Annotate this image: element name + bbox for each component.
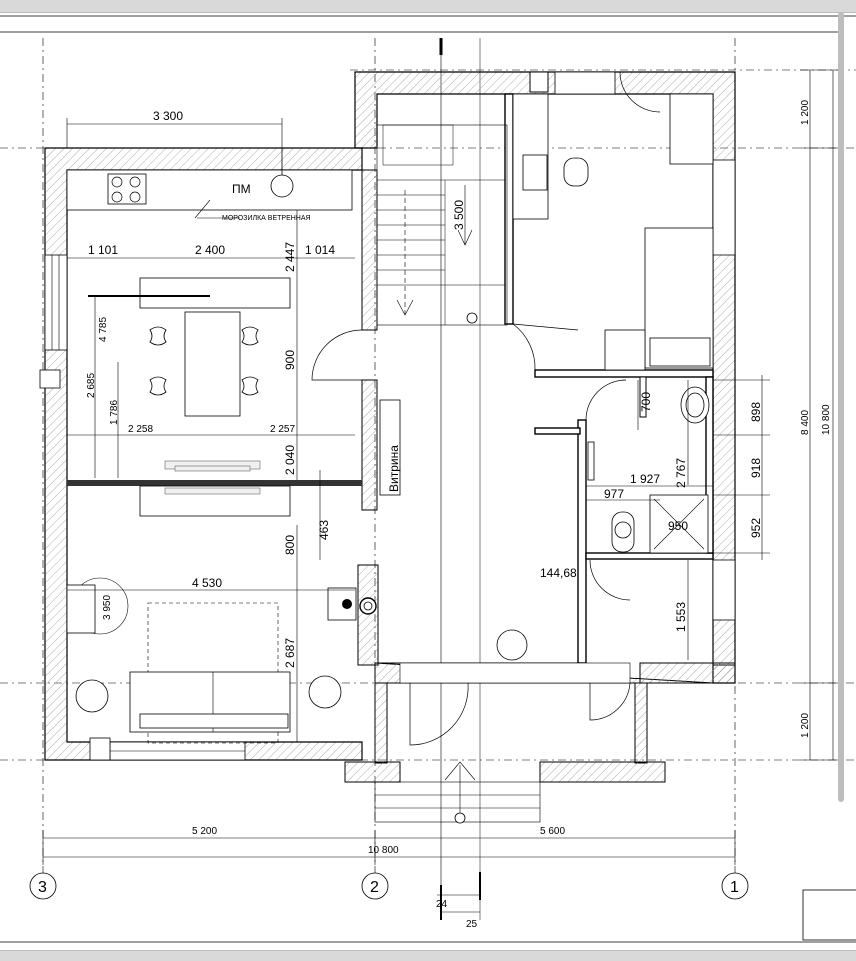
windows (39, 71, 736, 761)
dimension-lines (42, 69, 843, 920)
dim-1786: 1 786 (109, 400, 120, 425)
dim-10800-vertical: 10 800 (821, 404, 832, 435)
dim-10800-horizontal: 10 800 (368, 845, 399, 856)
dim-5200: 5 200 (192, 826, 217, 837)
dim-3500: 3 500 (452, 200, 466, 230)
dim-4785: 4 785 (98, 317, 109, 342)
dim-5600: 5 600 (540, 826, 565, 837)
dim-4530: 4 530 (192, 576, 222, 590)
dim-1927: 1 927 (630, 472, 660, 486)
dim-2687: 2 687 (283, 638, 297, 668)
dim-950: 950 (668, 519, 688, 533)
axis-label-3: 3 (38, 879, 47, 896)
axis-label-1: 1 (730, 879, 739, 896)
bedroom-furniture (66, 577, 377, 744)
office-furniture (496, 93, 714, 661)
dim-1553: 1 553 (674, 602, 688, 632)
viewer-bottom-bar (0, 950, 856, 961)
dim-900: 900 (283, 350, 297, 370)
label-vitrina: Витрина (387, 445, 401, 492)
axis-marker-1: 1 (721, 872, 749, 900)
dim-3300: 3 300 (153, 109, 183, 123)
axis-marker-3: 3 (29, 872, 57, 900)
dim-2685: 2 685 (86, 373, 97, 398)
label-pm: ПМ (232, 182, 251, 196)
dim-8400: 8 400 (800, 410, 811, 435)
dim-24: 24 (436, 899, 448, 910)
viewer-top-bar (0, 0, 856, 13)
dim-2447: 2 447 (283, 242, 297, 272)
dim-1101: 1 101 (88, 243, 118, 257)
dim-2400: 2 400 (195, 243, 225, 257)
dim-144-68: 144,68 (540, 566, 577, 580)
dim-2040: 2 040 (283, 445, 297, 475)
dim-1200-bottom: 1 200 (800, 713, 811, 738)
dim-800: 800 (283, 535, 297, 555)
dim-2767: 2 767 (674, 458, 688, 488)
axis-label-2: 2 (370, 879, 379, 896)
label-washer-note: МОРОЗИЛКА ВЕТРЕННАЯ (222, 215, 311, 222)
dim-700: 700 (639, 392, 653, 412)
staircase (376, 124, 508, 326)
dim-918: 918 (749, 458, 763, 478)
dim-463: 463 (317, 520, 331, 540)
doors (311, 71, 661, 746)
axis-marker-2: 2 (361, 872, 389, 900)
dim-977: 977 (604, 487, 624, 501)
dim-2257: 2 257 (270, 424, 295, 435)
kitchen-furniture (66, 148, 353, 517)
dim-1014: 1 014 (305, 243, 335, 257)
vertical-scrollbar[interactable] (838, 12, 844, 802)
porch-steps (374, 761, 541, 824)
dim-3950: 3 950 (102, 595, 113, 620)
dim-1200-top: 1 200 (800, 100, 811, 125)
vitrina-box (379, 399, 401, 496)
title-block (802, 889, 856, 941)
dim-25: 25 (466, 919, 478, 930)
dim-2258: 2 258 (128, 424, 153, 435)
dim-898: 898 (749, 402, 763, 422)
dim-952: 952 (749, 518, 763, 538)
